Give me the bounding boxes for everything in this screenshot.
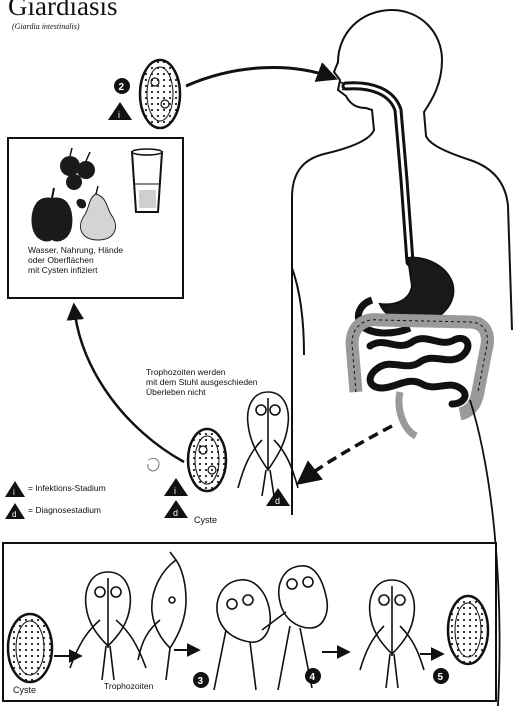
trophozoites-excreted-caption: Trophozoiten werden mit dem Stuhl ausges… bbox=[146, 368, 316, 397]
diagram-title: Giardiasis bbox=[8, 0, 117, 22]
svg-text:i: i bbox=[118, 110, 120, 120]
step-2-badge: 2 bbox=[114, 78, 130, 94]
small-intestine bbox=[370, 338, 468, 404]
cyst-bottom bbox=[8, 614, 52, 682]
svg-text:d: d bbox=[12, 510, 16, 519]
legend-diagnostic-stage-label: = Diagnosestadium bbox=[28, 506, 101, 516]
svg-text:i: i bbox=[174, 486, 176, 496]
cyst-excreted bbox=[188, 429, 226, 491]
step-4-badge: 4 bbox=[305, 668, 321, 684]
trophozoite-label-bottom: Trophozoiten bbox=[104, 682, 153, 692]
step-3-badge: 3 bbox=[193, 672, 209, 688]
human-body-outline bbox=[292, 10, 512, 515]
legend-diagnostic-triangle: d bbox=[5, 503, 25, 519]
cyst-label-top: Cyste bbox=[194, 515, 217, 525]
bottom-stages-panel bbox=[3, 543, 496, 701]
legend-infective-triangle: i bbox=[5, 481, 25, 497]
contamination-sources-caption: Wasser, Nahrung, Hände oder Oberflächen … bbox=[28, 246, 188, 275]
diagram-subtitle: (Giardia intestinalis) bbox=[12, 22, 79, 31]
trophozoite-excreted bbox=[238, 392, 298, 496]
cyst-infective-top bbox=[140, 60, 180, 128]
svg-text:d: d bbox=[275, 496, 280, 506]
infective-triangle-marker-cyst: i bbox=[164, 478, 188, 496]
diagnostic-triangle-marker-trophozoite: d bbox=[266, 488, 290, 506]
diagnostic-triangle-marker-cyst: d bbox=[164, 500, 188, 518]
svg-text:4: 4 bbox=[310, 672, 316, 683]
stomach bbox=[380, 258, 453, 323]
glass-of-water-icon bbox=[132, 149, 162, 212]
svg-text:d: d bbox=[173, 508, 178, 518]
arrow-excretion bbox=[300, 426, 392, 482]
cyst-bottom-right bbox=[448, 596, 488, 664]
flagellate-sketch-small bbox=[148, 458, 159, 471]
legend-infective-stage-label: = Infektions-Stadium bbox=[28, 484, 106, 494]
svg-text:3: 3 bbox=[198, 676, 204, 687]
cyst-label-bottom: Cyste bbox=[13, 685, 36, 695]
rectum bbox=[399, 392, 416, 436]
infective-triangle-marker-top: i bbox=[108, 102, 132, 120]
arrow-to-mouth bbox=[186, 68, 334, 86]
svg-text:i: i bbox=[13, 488, 15, 497]
esophagus bbox=[346, 86, 410, 262]
svg-text:2: 2 bbox=[119, 82, 125, 93]
step-5-badge: 5 bbox=[433, 668, 449, 684]
svg-text:5: 5 bbox=[438, 672, 444, 683]
